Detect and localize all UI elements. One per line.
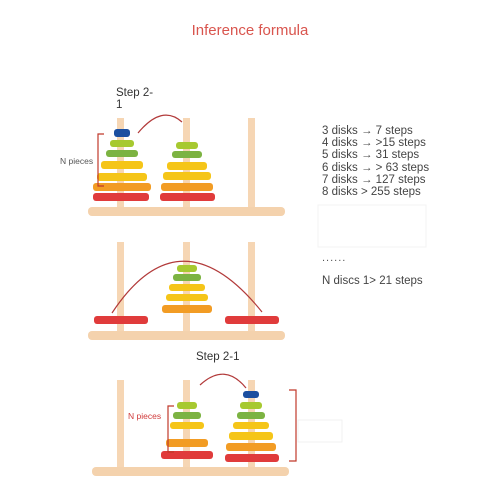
panel-1-left-disk-6 <box>93 183 151 191</box>
panel-3-rod-left <box>117 380 124 472</box>
panel-2-rod-right <box>248 242 255 334</box>
panel-3-right-disk-7 <box>225 454 279 462</box>
panel-1-mid-disk-3 <box>167 162 207 170</box>
panel-3-right-disk-5 <box>229 432 273 440</box>
panel-1-towers <box>88 114 285 216</box>
panel-2-mid-disk-3 <box>169 284 205 291</box>
panel-2-right-disk-1 <box>225 316 279 324</box>
panel-1-bracket <box>97 133 104 187</box>
panel-1-mid-disk-2 <box>172 151 202 158</box>
panel-1-mid-disk-4 <box>163 172 211 180</box>
panel-3-right-disk-2 <box>240 402 262 409</box>
panel-3-mid-disk-3 <box>170 422 204 429</box>
panel-3-base <box>92 467 289 476</box>
panel-1-left-disk-4 <box>101 161 143 169</box>
panel-1-step-label: Step 2- 1 <box>116 87 154 111</box>
panel-3-right-disk-4 <box>233 422 269 429</box>
panel-3-step-label: Step 2-1 <box>196 351 240 363</box>
panel-2-mid-disk-4 <box>166 294 208 301</box>
panel-3-move-arc <box>199 373 247 389</box>
panel-3-right-disk-6 <box>226 443 276 451</box>
panel-1-n-pieces-label: N pieces <box>60 156 94 166</box>
page-title: Inference formula <box>191 22 309 39</box>
panel-1-left-disk-1 <box>114 129 130 137</box>
panel-3-mid-disk-4 <box>166 439 208 447</box>
panel-2-towers <box>88 242 285 340</box>
formula-line: 7 disks → 127 steps <box>322 173 426 186</box>
panel-1-move-arc <box>137 114 183 134</box>
panel-2-mid-disk-1 <box>177 265 197 272</box>
panel-3-towers <box>92 373 297 476</box>
formula-line: 4 disks → >15 steps <box>322 137 426 150</box>
panel-3-n-pieces-label: N pieces <box>128 411 162 421</box>
panel-1-mid-disk-6 <box>160 193 215 201</box>
panel-3-faint-box <box>297 419 343 443</box>
panel-1-left-disk-7 <box>93 193 149 201</box>
panel-3-bracket-right <box>289 389 297 462</box>
panel-1-mid-disk-1 <box>176 142 198 149</box>
panel-3-right-disk-1 <box>243 391 259 398</box>
panel-3-right-disk-3 <box>237 412 265 419</box>
panel-2-rod-left <box>117 242 124 334</box>
panel-3-mid-disk-5 <box>161 451 213 459</box>
formula-list: 3 disks → 7 steps 4 disks → >15 steps 5 … <box>322 125 429 198</box>
formula-line: 5 disks → 31 steps <box>322 149 420 162</box>
panel-1-left-disk-3 <box>106 150 138 157</box>
panel-1-mid-disk-5 <box>161 183 213 191</box>
panel-2-mid-disk-5 <box>162 305 212 313</box>
panel-2-mid-disk-2 <box>173 274 201 281</box>
panel-3-bracket-left <box>167 405 174 453</box>
n-discs-formula: N discs 1> 21 steps <box>322 275 423 287</box>
ellipsis: ...... <box>322 252 347 264</box>
panel-2-base <box>88 331 285 340</box>
panel-1-faint-box <box>317 204 427 248</box>
panel-1-left-disk-2 <box>110 140 134 147</box>
panel-3-mid-disk-2 <box>173 412 201 419</box>
formula-line: 8 disks > 255 steps <box>322 186 421 199</box>
panel-1-rod-right <box>248 118 255 210</box>
panel-1-left-disk-5 <box>97 173 147 181</box>
panel-3-mid-disk-1 <box>177 402 197 409</box>
panel-2-left-disk-1 <box>94 316 148 324</box>
formula-line: 3 disks → 7 steps <box>322 125 413 137</box>
panel-2-move-arc <box>111 260 263 314</box>
formula-line: 6 disks → > 63 steps <box>322 161 430 174</box>
panel-1-base <box>88 207 285 216</box>
